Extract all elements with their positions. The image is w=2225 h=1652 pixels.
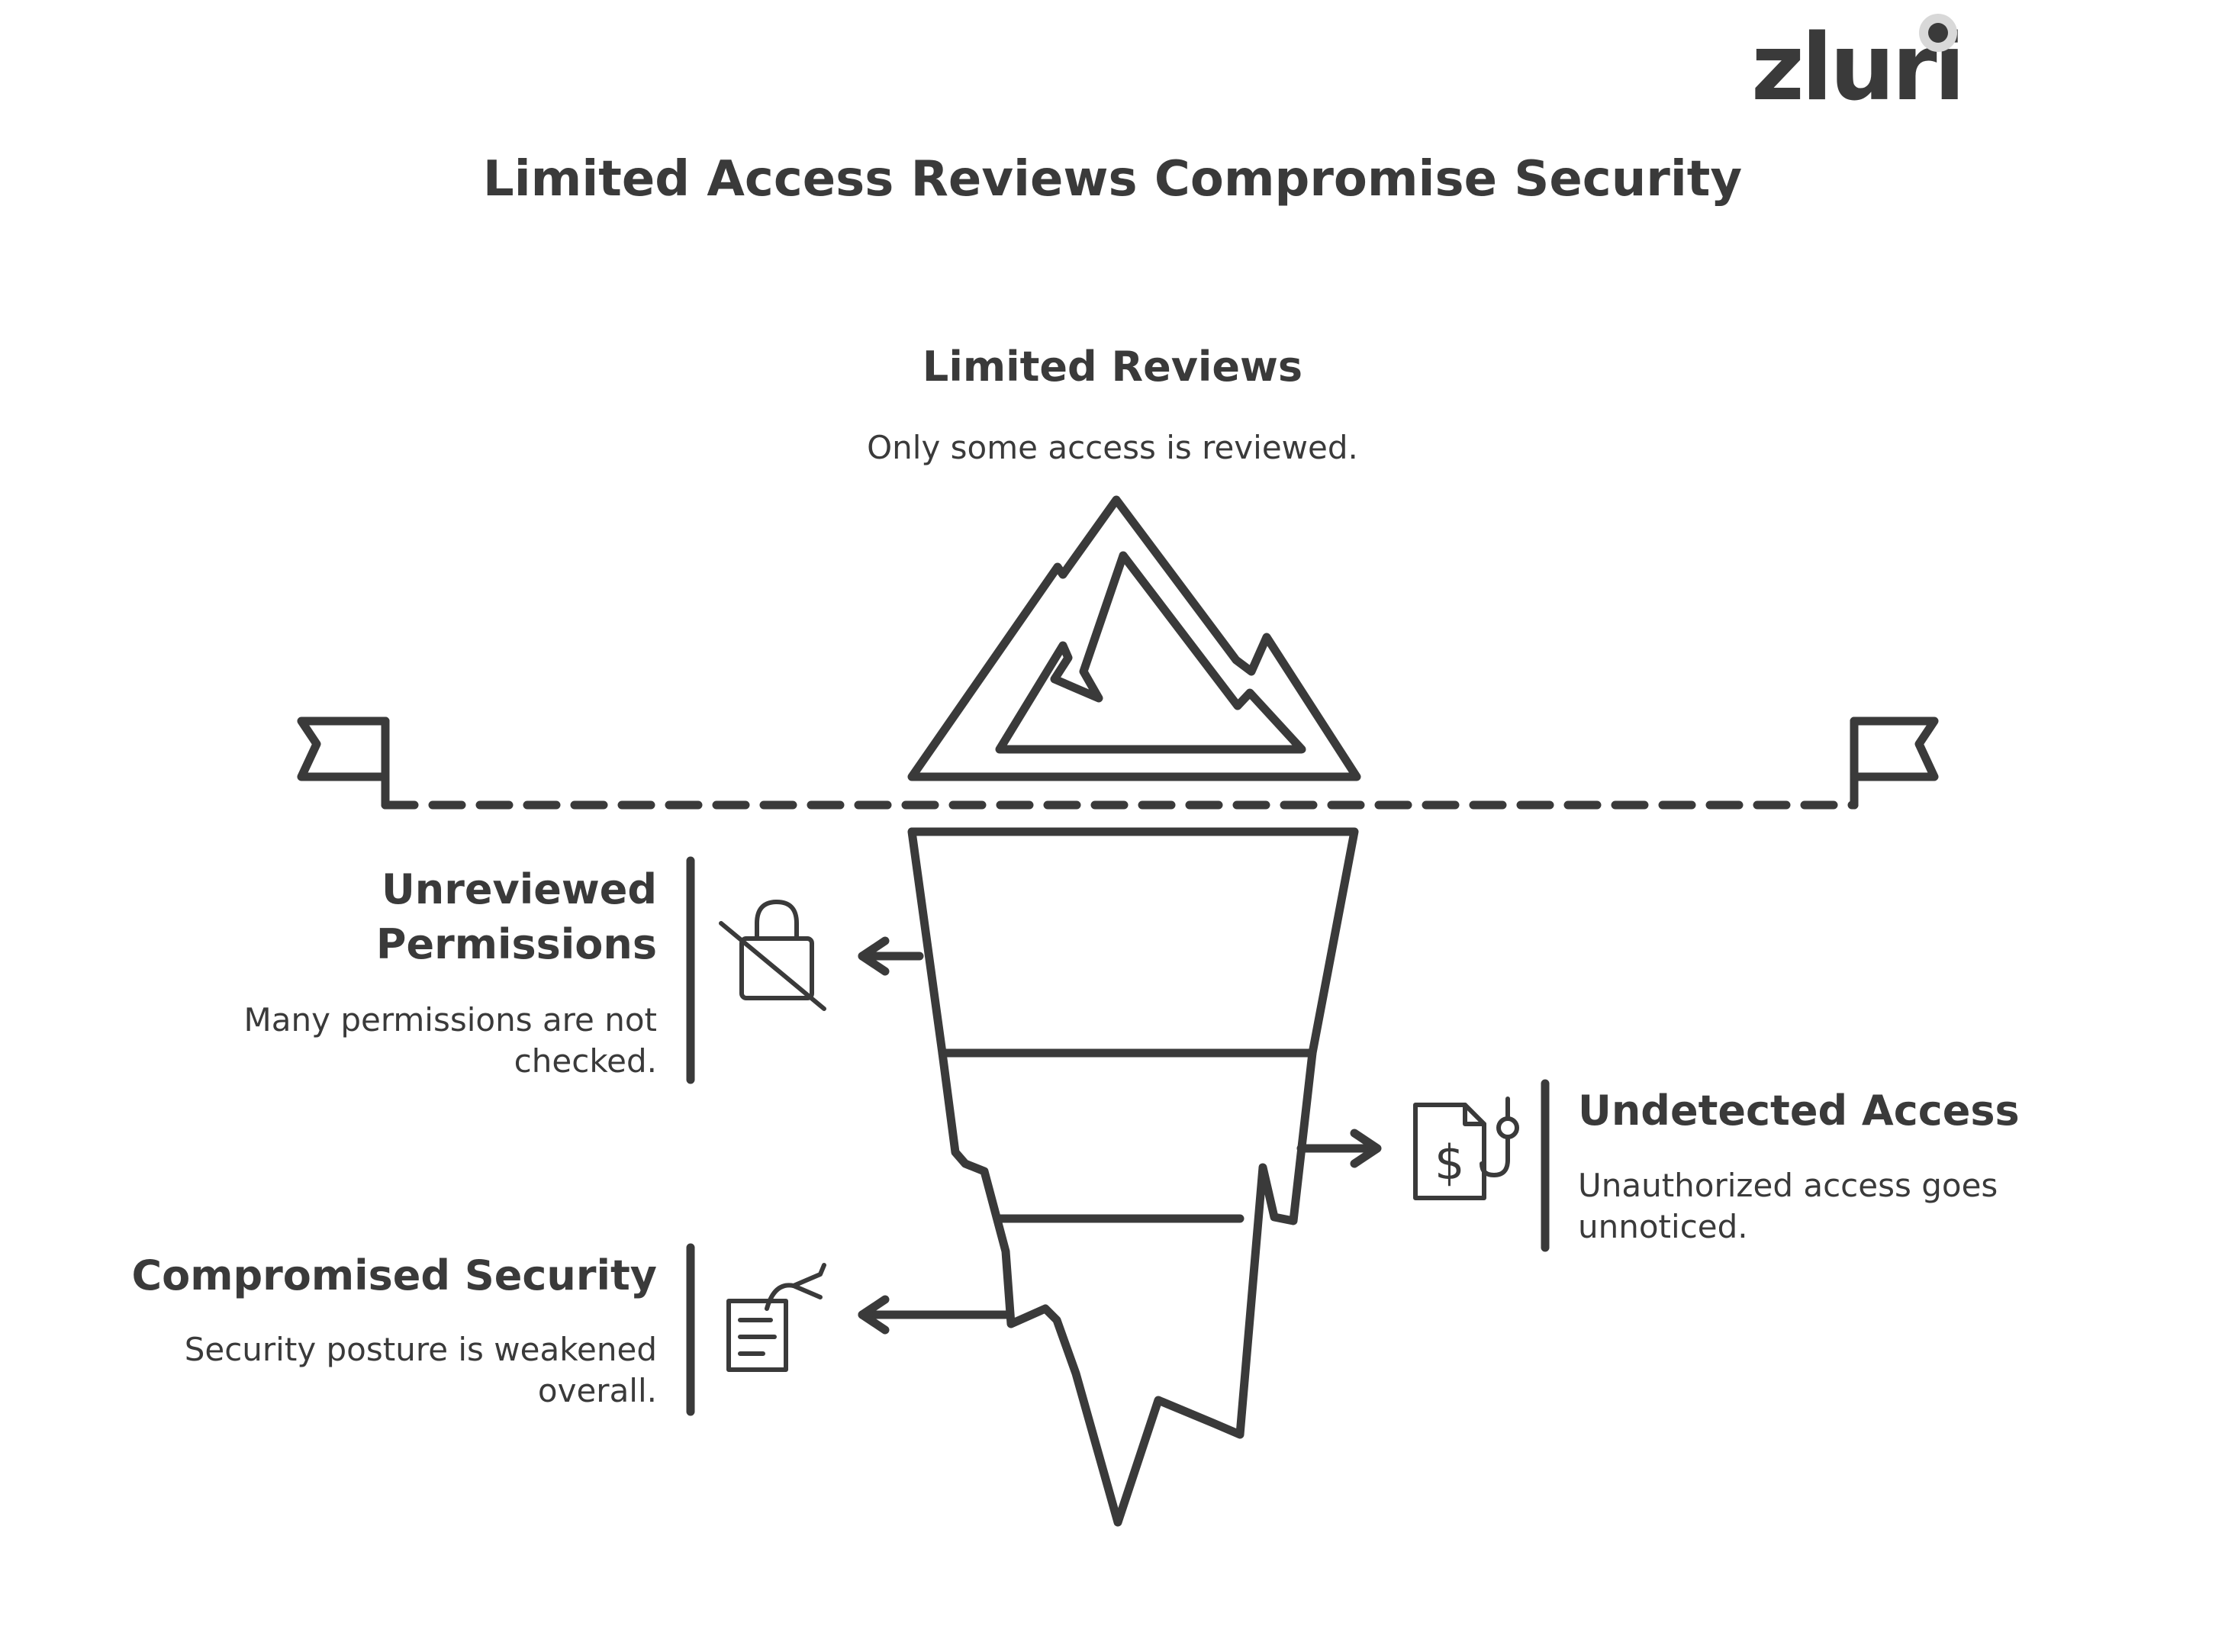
unreviewed-description-line2: checked. xyxy=(514,1042,657,1080)
unreviewed-description-line1: Many permissions are not xyxy=(243,1001,657,1039)
water-line xyxy=(297,717,1939,810)
crossed-lock-icon xyxy=(719,900,826,1011)
dollar-document-hook-icon: $ xyxy=(1413,1097,1519,1200)
compromised-description-line2: overall. xyxy=(537,1372,657,1409)
tip-heading: Limited Reviews xyxy=(922,343,1303,391)
page-title: Limited Access Reviews Compromise Securi… xyxy=(482,151,1743,208)
unreviewed-heading-line1: Unreviewed xyxy=(381,865,657,913)
left-flag-icon xyxy=(297,717,390,781)
unreviewed-heading-line2: Permissions xyxy=(375,920,657,968)
arrow-undetected xyxy=(1296,1129,1382,1168)
undetected-description-line2: unnoticed. xyxy=(1578,1208,1748,1245)
compromised-heading: Compromised Security xyxy=(131,1251,658,1299)
hand-document-icon xyxy=(726,1263,826,1372)
right-flag-icon xyxy=(1850,717,1939,781)
svg-text:$: $ xyxy=(1434,1135,1464,1190)
logo-dot-icon xyxy=(1919,14,1957,52)
arrow-unreviewed xyxy=(858,936,924,976)
undetected-description-line1: Unauthorized access goes xyxy=(1578,1167,1998,1204)
iceberg-tip xyxy=(907,495,1361,781)
arrow-compromised xyxy=(858,1295,1012,1335)
undetected-heading: Undetected Access xyxy=(1578,1087,2020,1135)
compromised-description-line1: Security posture is weakened xyxy=(184,1331,657,1368)
iceberg-underwater xyxy=(907,827,1359,1527)
tip-description: Only some access is reviewed. xyxy=(867,429,1358,466)
